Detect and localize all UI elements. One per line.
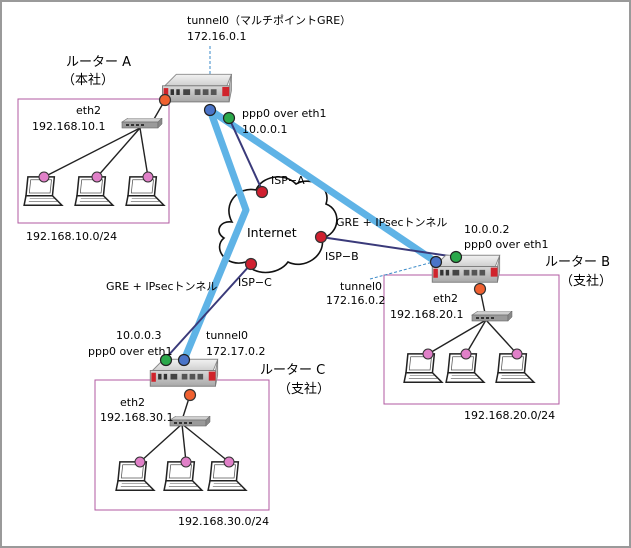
router-c-lan: 192.168.30.0/24 — [178, 515, 269, 528]
wan-line-b — [320, 236, 457, 258]
switch-c — [169, 416, 211, 427]
laptop-port — [142, 171, 154, 183]
laptop-port — [422, 348, 434, 360]
router-a-lan: 192.168.10.0/24 — [26, 230, 117, 243]
router-c-tunnel-label: tunnel0 — [206, 329, 248, 342]
router-b-ppp-port — [449, 250, 463, 264]
router-b-ppp-ip: 10.0.0.2 — [464, 223, 509, 236]
gre-tunnel-ab-label: GRE + IPsecトンネル — [336, 216, 447, 229]
laptop-port — [38, 171, 50, 183]
isp-c-port — [244, 257, 258, 271]
router-b-eth-ip: 192.168.20.1 — [390, 308, 463, 321]
router-a-tunnel-port — [203, 103, 217, 117]
router-c-ppp-label: ppp0 over eth1 — [88, 345, 173, 358]
router-a-eth-ip: 192.168.10.1 — [32, 120, 105, 133]
laptop-port — [91, 171, 103, 183]
router-b-tunnel-port — [429, 255, 443, 269]
laptop-port — [460, 348, 472, 360]
router-b-lan: 192.168.20.0/24 — [464, 409, 555, 422]
router-a-ppp-ip: 10.0.0.1 — [242, 123, 287, 136]
laptop-port — [180, 456, 192, 468]
wan-line-c — [165, 263, 252, 359]
isp-b-label: ISP−B — [325, 250, 359, 263]
router-a-ppp-label: ppp0 over eth1 — [242, 107, 327, 120]
gre-tunnel-ac-label: GRE + IPsecトンネル — [106, 280, 217, 293]
lan-box-a — [17, 98, 170, 224]
switch-a — [121, 118, 163, 129]
isp-a-label: ISP−A — [271, 174, 305, 187]
router-c-eth-port — [183, 388, 197, 402]
router-b-device — [431, 254, 501, 283]
router-a-eth-port — [158, 93, 172, 107]
router-c-eth-ip: 192.168.30.1 — [100, 411, 173, 424]
laptop-port — [223, 456, 235, 468]
router-b-tunnel-label: tunnel0 — [340, 280, 382, 293]
router-b-tunnel-ip: 172.16.0.2 — [326, 294, 385, 307]
router-c-tunnel-port — [177, 353, 191, 367]
router-c-ppp-port — [159, 353, 173, 367]
isp-c-label: ISP−C — [238, 276, 272, 289]
router-c-name: ルーター C — [260, 363, 325, 378]
router-b-name: ルーター B — [545, 255, 610, 270]
router-c-tunnel-ip: 172.17.0.2 — [206, 345, 265, 358]
router-c-role: （支社） — [278, 381, 330, 397]
laptop-port — [134, 456, 146, 468]
router-a-ppp-port — [222, 111, 236, 125]
router-a-eth-label: eth2 — [76, 104, 101, 117]
switch-b — [471, 311, 513, 322]
router-a-device — [161, 73, 233, 103]
router-c-ppp-ip: 10.0.0.3 — [116, 329, 161, 342]
router-c-eth-label: eth2 — [120, 396, 145, 409]
tunnel-pointer-b — [369, 261, 434, 280]
isp-a-port — [255, 185, 269, 199]
router-b-eth-label: eth2 — [433, 292, 458, 305]
router-b-ppp-label: ppp0 over eth1 — [464, 238, 549, 251]
router-a-name: ルーター A — [66, 55, 131, 70]
tunnel-title: tunnel0（マルチポイントGRE） — [187, 14, 351, 27]
router-b-eth-port — [473, 282, 487, 296]
router-a-role: （本社） — [62, 72, 114, 88]
tunnel-a-ip: 172.16.0.1 — [187, 30, 246, 43]
tunnel-line-ac — [180, 106, 250, 364]
isp-b-port — [314, 230, 328, 244]
wan-line-a — [228, 117, 263, 191]
laptop-port — [511, 348, 523, 360]
internet-label: Internet — [247, 225, 297, 240]
router-b-role: （支社） — [560, 273, 612, 289]
tunnel-line-ab — [206, 106, 440, 266]
